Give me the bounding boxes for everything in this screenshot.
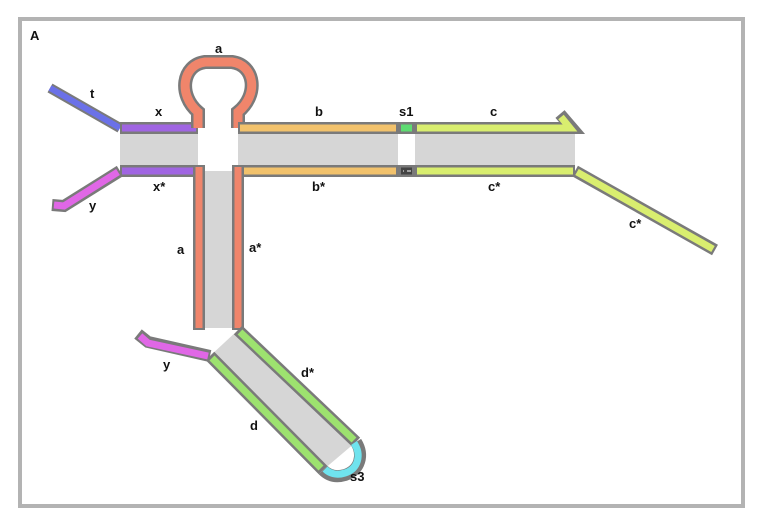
label-s1: s1 — [399, 104, 413, 119]
diagram-labels: A t x a b s1 c x* y b* c* c* a a* d* y d… — [30, 28, 642, 484]
label-x: x — [155, 104, 163, 119]
label-b: b — [315, 104, 323, 119]
label-x-star: x* — [153, 179, 166, 194]
duplex-c — [415, 133, 575, 171]
strand-y-bottom-fill — [137, 333, 209, 360]
strand-y-top-fill — [53, 169, 120, 210]
label-s3: s3 — [350, 469, 364, 484]
strand-d-star-fill — [237, 329, 357, 443]
label-a-star: a* — [249, 240, 262, 255]
panel-letter: A — [30, 28, 40, 43]
duplex-b — [238, 133, 398, 171]
panel-frame — [18, 17, 745, 508]
strand-a-loop-fill — [180, 57, 257, 128]
label-b-star: b* — [312, 179, 326, 194]
label-y-bottom: y — [163, 357, 171, 372]
duplex-x — [120, 133, 198, 171]
label-d: d — [250, 418, 258, 433]
label-c-star: c* — [488, 179, 501, 194]
label-d-star: d* — [301, 365, 315, 380]
strand-t-fill — [48, 85, 122, 131]
label-t: t — [90, 86, 95, 101]
label-a-loop: a — [215, 41, 223, 56]
label-c-star-arm: c* — [629, 216, 642, 231]
label-y-top: y — [89, 198, 97, 213]
strand-c-star-arm-fill — [575, 168, 715, 253]
label-a-left: a — [177, 242, 185, 257]
strand-c-fill — [417, 114, 578, 132]
duplex-d — [210, 330, 356, 470]
strand-d-fill — [209, 355, 324, 471]
strand-s3-fill — [322, 441, 362, 478]
label-c: c — [490, 104, 497, 119]
